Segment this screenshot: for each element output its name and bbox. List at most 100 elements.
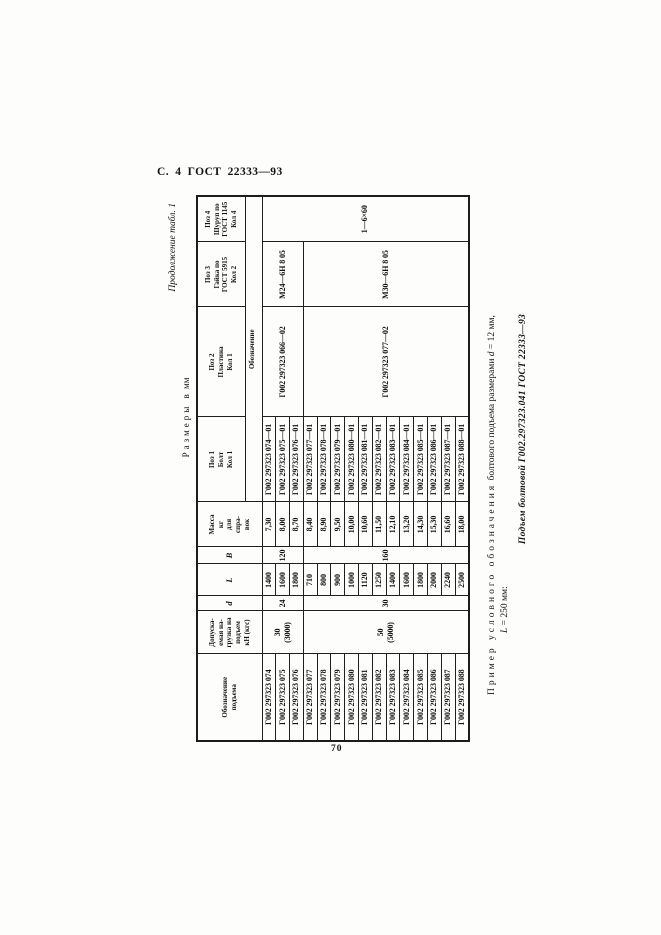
column-header-line: d xyxy=(224,601,235,606)
bolt-cell: Г002 297323 075—01 xyxy=(275,417,290,502)
column-header-line: кг xyxy=(216,520,225,529)
example-line2-rest: = 250 мм: xyxy=(499,586,510,626)
designation-cell: Г002 297323 081 xyxy=(358,654,373,741)
column-header-line: Кол 1 xyxy=(225,450,234,469)
designation-cell: Г002 297323 078 xyxy=(317,654,331,741)
example-line-1: Пример условного обозначения болтового п… xyxy=(486,169,499,765)
column-header-line: для xyxy=(225,518,234,531)
column-header: d xyxy=(197,596,262,611)
designation-cell: Г002 297323 088 xyxy=(455,654,469,741)
designation-cell: Г002 297323 087 xyxy=(441,654,456,741)
mass-cell: 15,30 xyxy=(427,502,442,547)
bolt-cell: Г002 297323 084—01 xyxy=(399,417,414,502)
designation-cell: Г002 297323 074 xyxy=(262,654,276,741)
designation-cell: Г002 297323 086 xyxy=(427,654,442,741)
designation-cell: Г002 297323 080 xyxy=(344,654,359,741)
column-header-line: подъема xyxy=(229,684,238,711)
column-header-line: грузка на xyxy=(225,617,234,648)
l-cell: 1120 xyxy=(358,564,373,596)
l-cell: 1600 xyxy=(399,564,414,596)
mass-cell: 16,60 xyxy=(441,502,456,547)
l-cell: 1400 xyxy=(386,564,400,596)
mass-cell: 18,00 xyxy=(455,502,469,547)
column-header-line: емая на- xyxy=(216,619,225,646)
l-cell: 2000 xyxy=(427,564,442,596)
page-number: 70 xyxy=(331,744,343,754)
l-cell: 2500 xyxy=(455,564,469,596)
mass-cell: 10,60 xyxy=(358,502,373,547)
nut-cell: М24—6Н 8 05 xyxy=(262,242,304,307)
designation-cell: Г002 297323 083 xyxy=(386,654,400,741)
column-header-line: Болт xyxy=(216,451,225,468)
plate-cell: Г002 297323 077—02 xyxy=(303,307,469,417)
column-header-line: Поз 2 xyxy=(208,353,217,371)
column-header-line: Поз 4 xyxy=(203,210,212,228)
l-cell: 710 xyxy=(303,564,318,596)
d-cell: 24 xyxy=(262,596,304,611)
designation-cell: Г002 297323 079 xyxy=(330,654,345,741)
column-header-line: ГОСТ 1145 xyxy=(221,201,230,237)
mass-cell: 12,10 xyxy=(386,502,400,547)
mass-cell: 8,70 xyxy=(289,502,304,547)
column-header-line: Шуруп по xyxy=(212,203,221,236)
column-header-line: Обозначение xyxy=(221,676,229,718)
designation-cell: Г002 297323 082 xyxy=(372,654,387,741)
column-header-line: Допуска- xyxy=(207,618,216,647)
example-var-l: L xyxy=(499,627,510,633)
l-cell: 1600 xyxy=(275,564,290,596)
column-header-line: кН (кгс) xyxy=(242,619,251,646)
column-header-line: Кол 2 xyxy=(230,265,238,284)
mass-cell: 10,00 xyxy=(344,502,359,547)
l-cell: 1400 xyxy=(262,564,276,596)
column-header-line: Кол 1 xyxy=(225,353,234,371)
l-cell: 1800 xyxy=(289,564,304,596)
subheader-cell: Обозначение xyxy=(245,196,262,502)
column-header-line: спра- xyxy=(234,516,243,533)
mass-cell: 9,50 xyxy=(330,502,345,547)
example-paragraph: Пример условного обозначения болтового п… xyxy=(486,169,512,765)
bolt-cell: Г002 297323 082—01 xyxy=(372,417,387,502)
example-rest-a: болтового подъема размерами xyxy=(487,358,497,481)
column-header-line: L xyxy=(224,577,235,583)
bolt-cell: Г002 297323 076—01 xyxy=(289,417,304,502)
l-cell: 800 xyxy=(317,564,331,596)
mass-cell: 14,30 xyxy=(413,502,428,547)
column-header-line: Поз 1 xyxy=(208,451,217,469)
bolt-cell: Г002 297323 086—01 xyxy=(427,417,442,502)
load-cell: 50(5000) xyxy=(303,611,469,654)
bolt-cell: Г002 297323 081—01 xyxy=(358,417,373,502)
column-header-line: Масса xyxy=(207,514,216,535)
example-rest-b: = 12 мм, xyxy=(487,315,497,350)
designation-cell: Г002 297323 076 xyxy=(289,654,304,741)
column-header: L xyxy=(197,564,262,596)
mass-cell: 13,20 xyxy=(399,502,414,547)
l-cell: 1250 xyxy=(372,564,387,596)
bolt-cell: Г002 297323 074—01 xyxy=(262,417,276,502)
column-header-line: вок xyxy=(242,518,251,531)
b-cell: 120 xyxy=(262,547,304,564)
column-header-line: Пластина xyxy=(216,346,225,378)
units-label-text: Размеры в xyxy=(181,391,191,458)
rotated-table-block: Продолжение табл. 1 Размеры в мм Обознач… xyxy=(140,165,552,765)
column-header: B xyxy=(197,547,262,564)
example-line-2: L = 250 мм: xyxy=(499,169,512,633)
l-cell: 1000 xyxy=(344,564,359,596)
load-cell: 30(3000) xyxy=(262,611,304,654)
bolt-cell: Г002 297323 078—01 xyxy=(317,417,331,502)
column-header-line: Поз 3 xyxy=(203,266,212,284)
mass-cell: 8,40 xyxy=(303,502,318,547)
units-label: Размеры в мм xyxy=(181,197,191,742)
designation-cell: Г002 297323 085 xyxy=(413,654,428,741)
column-header-line: ГОСТ 5915 xyxy=(221,256,230,293)
l-cell: 2240 xyxy=(441,564,456,596)
mass-cell: 7,30 xyxy=(262,502,276,547)
units-label-unit: мм xyxy=(181,377,191,389)
